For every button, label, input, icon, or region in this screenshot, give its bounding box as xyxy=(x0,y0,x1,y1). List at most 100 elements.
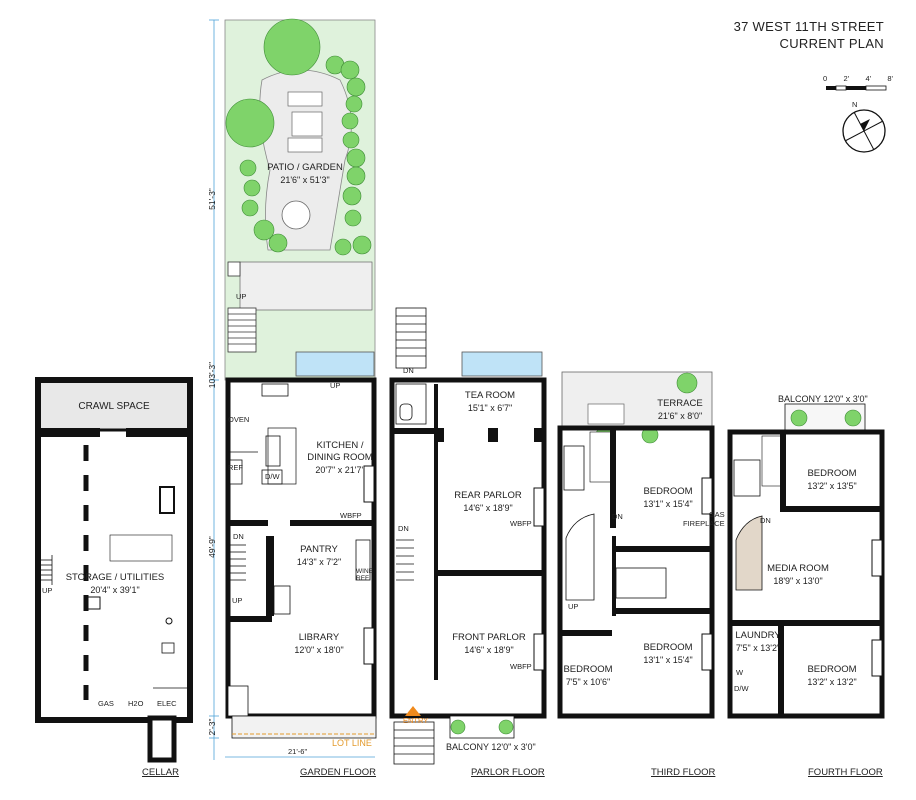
entry-label: ENTRY xyxy=(403,716,429,725)
garden-depth-dimension: 51'-3" xyxy=(207,188,217,210)
wine-ref-sub-label: REF xyxy=(356,575,369,582)
room-name: DINING ROOM xyxy=(307,452,373,463)
third-bedroom-1-label: BEDROOM 13'1" x 15'4" xyxy=(628,486,708,510)
scale-ticks: 0 2' 4' 8' xyxy=(823,74,893,83)
stair-dn-label: DN xyxy=(398,524,409,533)
stair-up-label: UP xyxy=(42,586,53,595)
storage-label: STORAGE / UTILITIES 20'4" x 39'1" xyxy=(60,572,170,596)
patio-garden-label: PATIO / GARDEN 21'6" x 51'3" xyxy=(260,162,350,186)
third-bedroom-3-label: BEDROOM 7'5" x 10'6" xyxy=(562,664,614,688)
cellar-plan xyxy=(35,377,193,763)
scale-tick: 0 xyxy=(823,74,828,83)
washer-label: W xyxy=(736,668,744,677)
wine-label: WINE xyxy=(356,568,373,575)
laundry-label: LAUNDRY 7'5" x 13'2" xyxy=(733,630,783,654)
wbfp-label: WBFP xyxy=(510,519,532,528)
room-name: TERRACE xyxy=(657,398,703,409)
room-name: BEDROOM xyxy=(807,468,857,479)
stair-up-label: UP xyxy=(330,381,341,390)
room-dims: 21'6" x 51'3" xyxy=(280,175,330,185)
stair-dn-label: DN xyxy=(760,516,771,525)
scale-tick: 8' xyxy=(887,74,893,83)
room-name: BEDROOM xyxy=(807,664,857,675)
scale-tick: 4' xyxy=(865,74,872,83)
front-parlor-label: FRONT PARLOR 14'6" x 18'9" xyxy=(444,632,534,656)
library-label: LIBRARY 12'0" x 18'0" xyxy=(284,632,354,656)
fourth-balcony-label: BALCONY 12'0" x 3'0" xyxy=(778,394,868,404)
room-name: BEDROOM xyxy=(643,642,693,653)
dishwasher-label: D/W xyxy=(734,684,749,693)
room-dims: 14'6" x 18'9" xyxy=(463,503,513,513)
room-dims: 13'2" x 13'5" xyxy=(807,481,857,491)
front-depth-dimension: 2'-3" xyxy=(207,718,217,736)
fourth-bedroom-1-label: BEDROOM 13'2" x 13'5" xyxy=(792,468,872,492)
garden-floor-name: GARDEN FLOOR xyxy=(300,767,377,778)
stair-dn-label: DN xyxy=(612,512,623,521)
rear-parlor-label: REAR PARLOR 14'6" x 18'9" xyxy=(448,490,528,514)
crawl-space-label: CRAWL SPACE xyxy=(78,401,150,412)
kitchen-label: KITCHEN / DINING ROOM 20'7" x 21'7" xyxy=(300,440,380,476)
plan-subtitle: CURRENT PLAN xyxy=(779,36,884,51)
room-dims: 13'2" x 13'2" xyxy=(807,677,857,687)
cellar-floor-name: CELLAR xyxy=(142,767,179,778)
pantry-label: PANTRY 14'3" x 7'2" xyxy=(284,544,354,568)
gas-fireplace-label: GAS FIREPLACE xyxy=(683,510,725,528)
media-room-label: MEDIA ROOM 18'9" x 13'0" xyxy=(758,563,838,587)
stair-dn-label: DN xyxy=(233,532,244,541)
room-dims: 20'7" x 21'7" xyxy=(315,465,365,475)
terrace-label: TERRACE 21'6" x 8'0" xyxy=(650,398,710,422)
tea-room-label: TEA ROOM 15'1" x 6'7" xyxy=(450,390,530,414)
dishwasher-label: D/W xyxy=(265,472,280,481)
room-dims: 21'6" x 8'0" xyxy=(657,411,703,421)
lot-line-label: LOT LINE xyxy=(332,738,372,748)
fourth-bedroom-2-label: BEDROOM 13'2" x 13'2" xyxy=(792,664,872,688)
room-name: PATIO / GARDEN xyxy=(267,162,343,173)
stair-up-label: UP xyxy=(568,602,579,611)
wbfp-label: WBFP xyxy=(340,511,362,520)
gas-label: GAS xyxy=(98,699,114,708)
gas-label: GAS xyxy=(708,510,725,519)
room-dims: 14'3" x 7'2" xyxy=(296,557,342,567)
room-name: KITCHEN / xyxy=(316,440,364,451)
room-dims: 13'1" x 15'4" xyxy=(643,499,693,509)
total-depth-dimension: 103'-3" xyxy=(207,361,217,389)
house-depth-dimension: 49'-9" xyxy=(207,536,217,558)
scale-bar xyxy=(826,85,887,91)
compass-icon xyxy=(842,109,886,153)
parlor-balcony-label: BALCONY 12'0" x 3'0" xyxy=(446,742,536,752)
stair-up-label: UP xyxy=(232,596,243,605)
room-name: LIBRARY xyxy=(298,632,340,643)
room-name: LAUNDRY xyxy=(735,630,781,641)
address: 37 WEST 11TH STREET xyxy=(733,19,884,34)
parlor-floor-plan xyxy=(389,307,547,765)
room-name: STORAGE / UTILITIES xyxy=(65,572,165,583)
room-dims: 18'9" x 13'0" xyxy=(773,576,823,586)
room-name: BEDROOM xyxy=(563,664,613,675)
room-dims: 20'4" x 39'1" xyxy=(90,585,140,595)
room-name: MEDIA ROOM xyxy=(767,563,829,574)
stair-dn-label: DN xyxy=(403,366,414,375)
parlor-floor-name: PARLOR FLOOR xyxy=(471,767,545,778)
fourth-floor-plan xyxy=(727,403,885,719)
room-dims: 12'0" x 18'0" xyxy=(294,645,344,655)
room-name: PANTRY xyxy=(300,544,338,555)
room-name: BEDROOM xyxy=(643,486,693,497)
room-dims: 14'6" x 18'9" xyxy=(464,645,514,655)
room-name: FRONT PARLOR xyxy=(452,632,526,643)
room-dims: 7'5" x 13'2" xyxy=(735,643,781,653)
garden-floor-plan xyxy=(209,18,377,760)
third-floor-name: THIRD FLOOR xyxy=(651,767,716,778)
room-dims: 15'1" x 6'7" xyxy=(467,403,513,413)
oven-label: OVEN xyxy=(228,415,250,424)
third-floor-plan xyxy=(557,371,715,719)
stair-up-label: UP xyxy=(236,292,247,301)
wbfp-label: WBFP xyxy=(510,662,532,671)
plan-title: 37 WEST 11TH STREET CURRENT PLAN xyxy=(734,18,884,52)
room-dims: 13'1" x 15'4" xyxy=(643,655,693,665)
room-dims: 7'5" x 10'6" xyxy=(565,677,611,687)
width-dimension: 21'-6" xyxy=(288,747,308,756)
ref-label: REF xyxy=(228,463,243,472)
room-name: REAR PARLOR xyxy=(454,490,522,501)
wine-ref-label: WINE REF xyxy=(356,568,373,582)
h2o-label: H2O xyxy=(128,699,144,708)
